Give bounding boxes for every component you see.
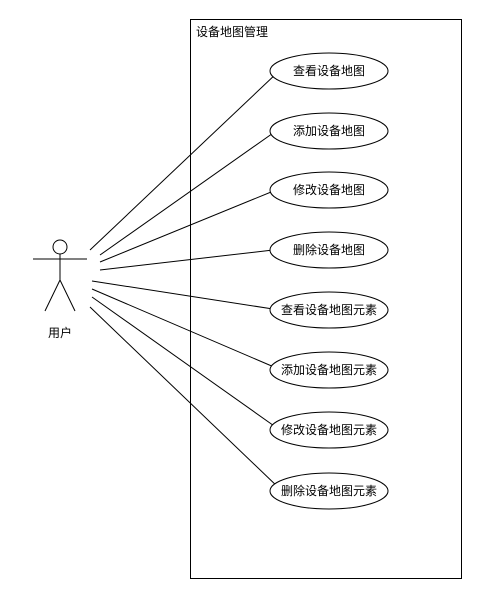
- associations: [89, 71, 281, 490]
- use-case-label: 修改设备地图: [293, 182, 365, 197]
- association-line: [91, 288, 275, 368]
- use-case: 修改设备地图元素: [269, 411, 389, 449]
- association-line: [99, 189, 277, 263]
- use-case-label: 添加设备地图: [293, 124, 365, 138]
- use-cases: 查看设备地图 添加设备地图 修改设备地图 删除设备地图 查看设备地图元素 添加设…: [269, 52, 389, 510]
- use-case-label: 查看设备地图元素: [281, 303, 377, 317]
- use-case: 添加设备地图元素: [269, 351, 389, 389]
- use-case: 修改设备地图: [269, 171, 389, 209]
- use-case-label: 查看设备地图: [293, 64, 365, 78]
- use-case: 查看设备地图元素: [269, 291, 389, 329]
- use-case-ellipse: [269, 472, 389, 510]
- actor-left-leg: [44, 279, 61, 312]
- use-case-ellipse: [269, 52, 389, 90]
- use-case-ellipse: [269, 171, 389, 209]
- use-case-ellipse: [269, 231, 389, 269]
- use-case-label: 添加设备地图元素: [281, 363, 377, 377]
- use-case: 删除设备地图: [269, 231, 389, 269]
- use-case: 查看设备地图: [269, 52, 389, 90]
- use-case-label: 删除设备地图元素: [281, 483, 377, 498]
- use-case-label: 修改设备地图元素: [281, 422, 377, 437]
- actor-label: 用户: [48, 325, 72, 340]
- use-case-ellipse: [269, 411, 389, 449]
- association-line: [91, 280, 274, 310]
- association-line: [91, 296, 278, 429]
- association-line: [89, 306, 281, 490]
- use-case-ellipse: [269, 351, 389, 389]
- use-case-ellipse: [269, 112, 389, 150]
- association-line: [99, 249, 274, 271]
- actor: 用户: [33, 239, 87, 340]
- system-title: 设备地图管理: [196, 24, 268, 39]
- use-case-label: 删除设备地图: [293, 242, 365, 257]
- use-case: 添加设备地图: [269, 112, 389, 150]
- actor-head: [52, 239, 68, 255]
- system-boundary-box: [190, 19, 462, 579]
- use-case-ellipse: [269, 291, 389, 329]
- use-case: 删除设备地图元素: [269, 472, 389, 510]
- system-boundary: 设备地图管理: [190, 19, 462, 579]
- association-line: [99, 130, 277, 256]
- actor-right-leg: [59, 279, 76, 312]
- association-line: [89, 71, 279, 251]
